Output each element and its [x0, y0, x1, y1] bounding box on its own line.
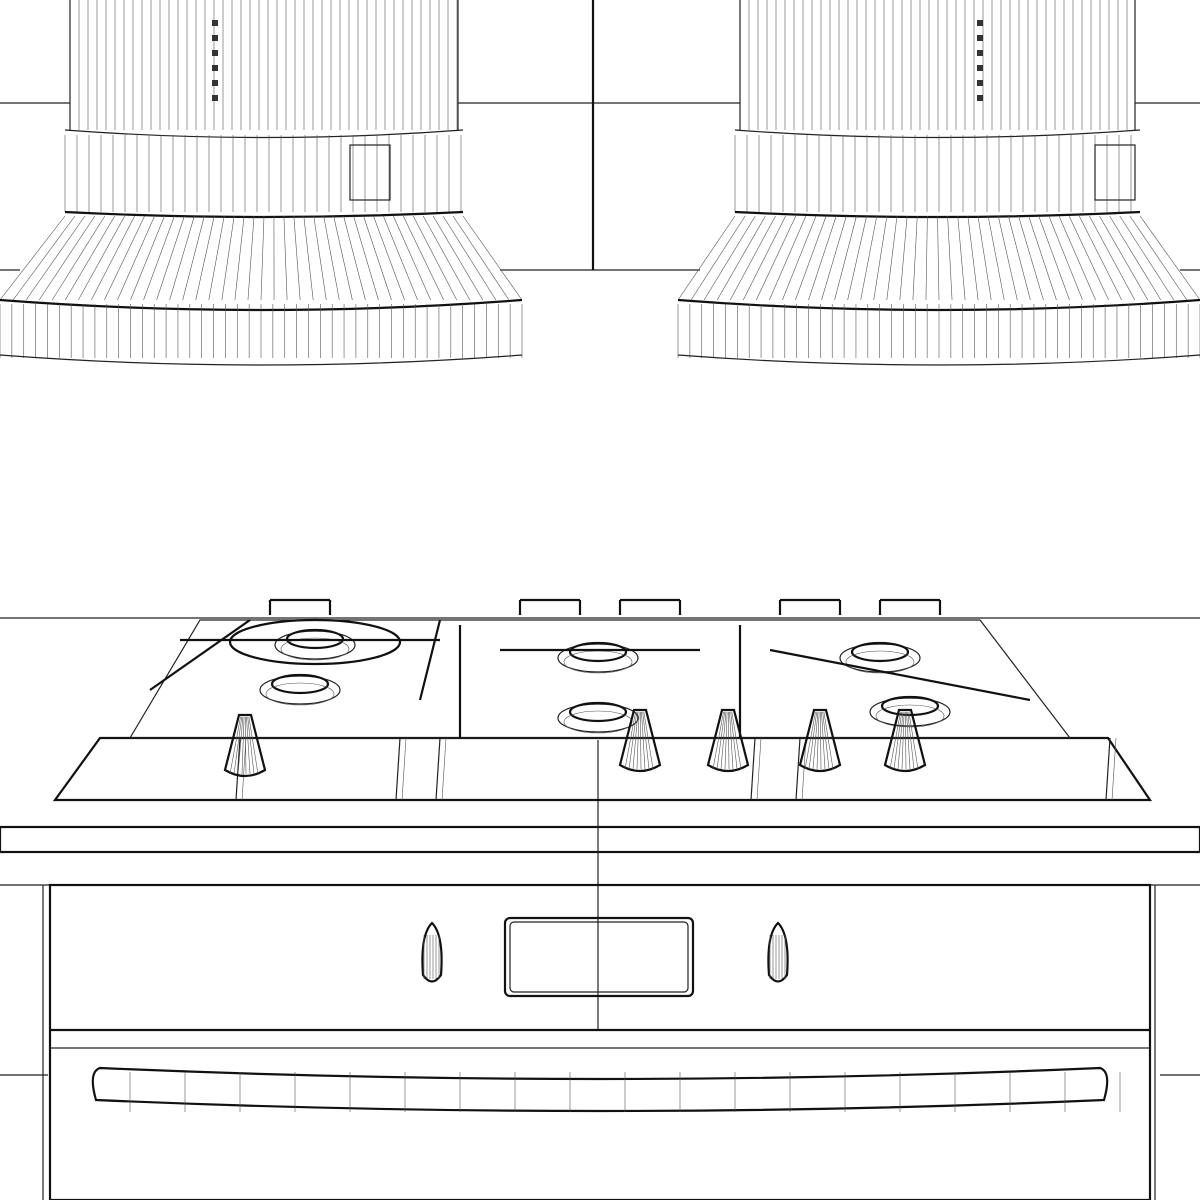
burner-knob-2[interactable] — [618, 708, 662, 773]
range-hoods — [0, 0, 1200, 366]
control-knobs — [223, 708, 927, 983]
oven-display — [503, 916, 695, 998]
range-hood-right — [677, 0, 1200, 366]
burner-center — [557, 641, 639, 674]
burner-knob-1[interactable] — [223, 713, 267, 778]
wall-tiles — [0, 0, 1200, 619]
oven-knob-2[interactable] — [767, 921, 789, 983]
burner-right — [839, 641, 921, 674]
oven-handle-icon[interactable] — [91, 1066, 1109, 1113]
burner-knob-3[interactable] — [706, 708, 750, 773]
burner-center-front — [557, 701, 639, 734]
burner-knob-4[interactable] — [798, 708, 842, 773]
gas-cooktop — [52, 598, 1153, 802]
burner-left-front — [259, 673, 341, 706]
burner-right-front — [869, 695, 951, 728]
range-hood-left — [0, 0, 523, 366]
wok-burner — [274, 628, 356, 661]
oven-knob-1[interactable] — [421, 921, 443, 983]
oven — [0, 883, 1200, 1200]
burner-knob-5[interactable] — [883, 708, 927, 773]
